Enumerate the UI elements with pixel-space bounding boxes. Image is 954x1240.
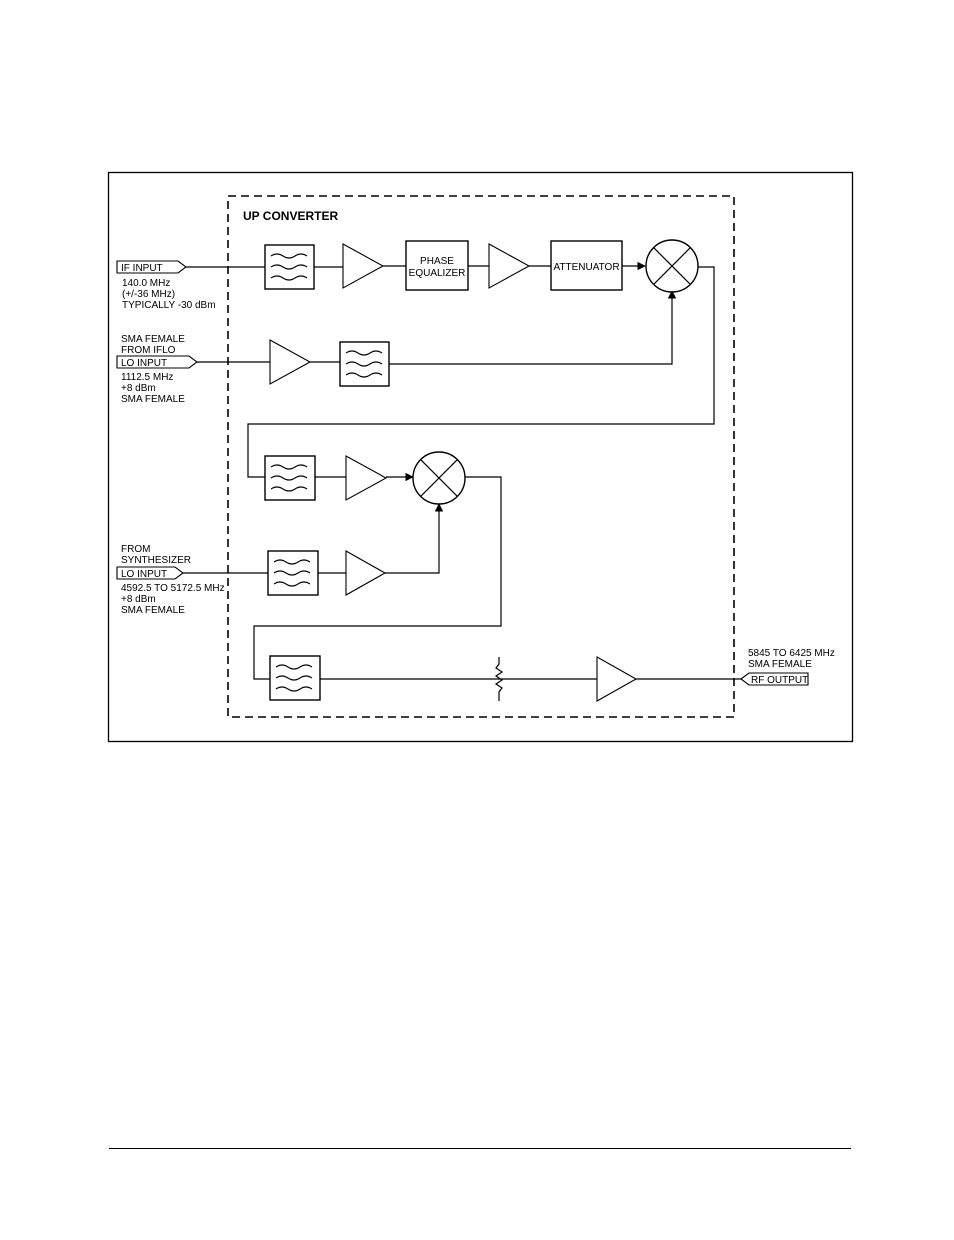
lo-input-2-note-above-2: SYNTHESIZER xyxy=(121,555,191,566)
amplifier-lo1 xyxy=(269,339,312,385)
amplifier-lo2 xyxy=(345,550,387,596)
amplifier-if-1 xyxy=(342,243,385,289)
if-input-label: IF INPUT xyxy=(121,263,163,274)
footer-rule xyxy=(109,1148,851,1149)
amplifier-if-2 xyxy=(488,243,531,289)
lo-input-2-note-below-1: 4592.5 TO 5172.5 MHz xyxy=(121,583,225,594)
rf-output-port: RF OUTPUT xyxy=(740,672,809,686)
bandpass-filter-stage2 xyxy=(264,455,316,501)
bandpass-filter-lo2 xyxy=(267,550,319,596)
bandpass-filter-lo1 xyxy=(339,341,390,387)
if-input-note-3: TYPICALLY -30 dBm xyxy=(122,300,216,311)
lo-input-2-note-below-2: +8 dBm xyxy=(121,594,156,605)
lo-input-1-port: LO INPUT xyxy=(116,355,198,369)
rf-output-note-2: SMA FEMALE xyxy=(748,659,812,670)
if-input-note-1: 140.0 MHz xyxy=(122,278,170,289)
bandpass-filter-output xyxy=(269,655,321,701)
figure-frame xyxy=(107,171,854,743)
phase-equalizer-label-2: EQUALIZER xyxy=(409,268,466,279)
attenuator-label: ATTENUATOR xyxy=(553,262,619,273)
up-converter-boundary xyxy=(227,195,735,718)
lo-input-2-note-below-3: SMA FEMALE xyxy=(121,605,185,616)
phase-equalizer-label-1: PHASE xyxy=(420,256,454,267)
lo-input-2-note-above-1: FROM xyxy=(121,544,150,555)
amplifier-output xyxy=(596,656,638,702)
attenuator-block: ATTENUATOR xyxy=(550,240,623,291)
phase-equalizer-block: PHASE EQUALIZER xyxy=(405,240,469,291)
lo-input-1-note-above-1: SMA FEMALE xyxy=(121,334,185,345)
line-break-symbol xyxy=(494,657,504,701)
mixer-1 xyxy=(645,239,699,293)
lo-input-1-note-below-3: SMA FEMALE xyxy=(121,394,185,405)
lo-input-1-label: LO INPUT xyxy=(121,358,167,369)
if-input-note-2: (+/-36 MHz) xyxy=(122,289,175,300)
rf-output-note-1: 5845 TO 6425 MHz xyxy=(748,648,835,659)
lo-input-2-label: LO INPUT xyxy=(121,569,167,580)
mixer-2 xyxy=(412,451,466,505)
diagram-title: UP CONVERTER xyxy=(243,209,338,223)
amplifier-stage2 xyxy=(345,455,388,501)
signal-wires xyxy=(183,261,741,680)
lo-input-1-note-above-2: FROM IFLO xyxy=(121,345,176,356)
lo-input-2-port: LO INPUT xyxy=(116,566,184,580)
lo-input-1-note-below-1: 1112.5 MHz xyxy=(121,372,173,383)
if-input-port: IF INPUT xyxy=(116,260,187,274)
rf-output-label: RF OUTPUT xyxy=(751,675,808,686)
bandpass-filter-if xyxy=(264,244,315,290)
lo-input-1-note-below-2: +8 dBm xyxy=(121,383,156,394)
